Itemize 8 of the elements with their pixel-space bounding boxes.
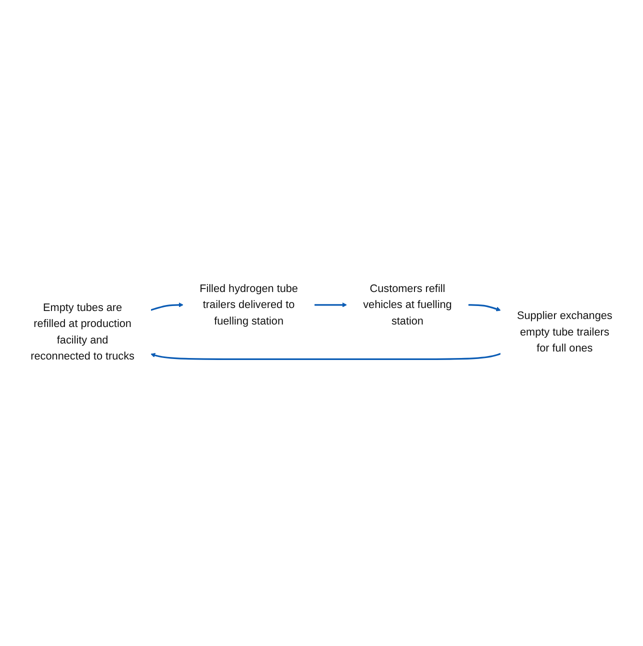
node-text: Filled hydrogen tube trailers delivered to fuelling station (200, 283, 298, 328)
arrow (314, 302, 348, 308)
arrow (150, 302, 184, 312)
node-text: Customers refill vehicles at fuelling station (363, 283, 452, 328)
node-text: Empty tubes are refilled at production facility and reconnected to trucks (30, 302, 134, 363)
arrow (468, 304, 501, 312)
arrow (150, 353, 501, 360)
node-text: Supplier exchanges empty tube trailers for full ones (516, 310, 612, 355)
